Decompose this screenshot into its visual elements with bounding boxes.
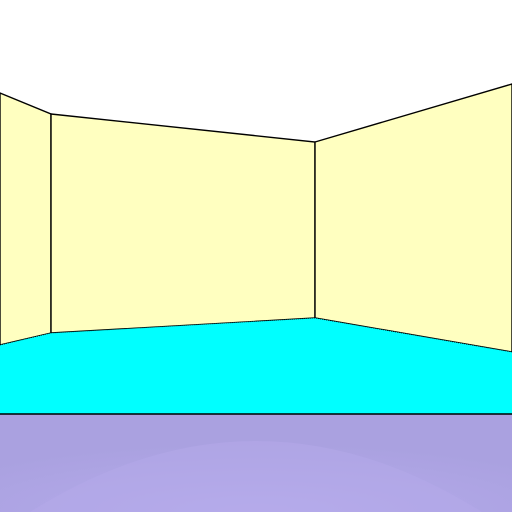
floor <box>0 318 512 414</box>
right-wall <box>314 83 512 353</box>
back-wall <box>50 113 316 334</box>
left-wall <box>0 92 52 346</box>
floor-back-edge <box>0 317 512 353</box>
ground-curve <box>30 441 482 512</box>
